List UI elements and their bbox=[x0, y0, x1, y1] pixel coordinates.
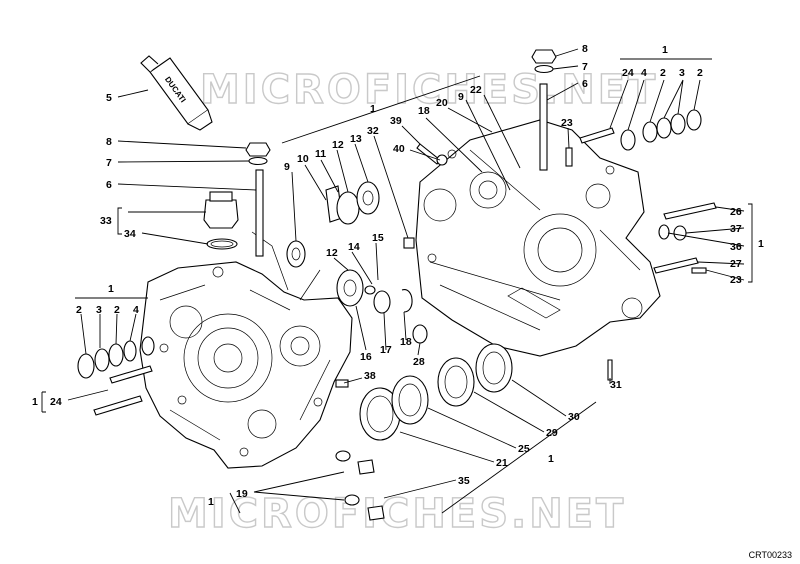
callout: 6 bbox=[582, 78, 588, 90]
studs bbox=[255, 83, 548, 257]
callout: 34 bbox=[124, 228, 136, 240]
right-crankcase-half bbox=[415, 119, 661, 357]
callout: 9 bbox=[458, 91, 464, 103]
callout: 20 bbox=[436, 97, 448, 109]
callout: 18 bbox=[418, 105, 430, 117]
callout: 4 bbox=[133, 304, 139, 316]
callout: 23 bbox=[561, 117, 573, 129]
callout: 9 bbox=[284, 161, 290, 173]
callout: 31 bbox=[610, 379, 622, 391]
callout: 2 bbox=[114, 304, 120, 316]
nuts-washers bbox=[245, 49, 557, 166]
callout: 26 bbox=[730, 206, 742, 218]
callout: 4 bbox=[641, 67, 647, 79]
callout: 24 bbox=[50, 396, 62, 408]
diagram-code: CRT00233 bbox=[748, 550, 792, 560]
callout: 24 bbox=[622, 67, 634, 79]
callout: 6 bbox=[106, 179, 112, 191]
callout: 32 bbox=[367, 125, 379, 137]
callout: 27 bbox=[730, 258, 742, 270]
callout: 1 bbox=[370, 103, 376, 115]
callout: 15 bbox=[372, 232, 384, 244]
callout: 21 bbox=[496, 457, 508, 469]
callout: 2 bbox=[697, 67, 703, 79]
callout: 18 bbox=[400, 336, 412, 348]
left-crankcase-half bbox=[139, 231, 353, 469]
callout: 2 bbox=[76, 304, 82, 316]
callout: 22 bbox=[470, 84, 482, 96]
callout: 1 bbox=[758, 238, 764, 250]
callout: 7 bbox=[106, 157, 112, 169]
callout: 39 bbox=[390, 115, 402, 127]
callout: 1 bbox=[32, 396, 38, 408]
callout: 1 bbox=[662, 44, 668, 56]
left-bearing-stack bbox=[77, 336, 155, 416]
callout: 2 bbox=[660, 67, 666, 79]
callout: 35 bbox=[458, 475, 470, 487]
callout: 10 bbox=[297, 153, 309, 165]
callout: 8 bbox=[582, 43, 588, 55]
callout: 8 bbox=[106, 136, 112, 148]
callout: 5 bbox=[106, 92, 112, 104]
callout: 19 bbox=[236, 488, 248, 500]
callout: 29 bbox=[546, 427, 558, 439]
callout: 14 bbox=[348, 241, 360, 253]
callout: 7 bbox=[582, 61, 588, 73]
callout: 37 bbox=[730, 223, 742, 235]
callout: 12 bbox=[326, 247, 338, 259]
callout: 33 bbox=[100, 215, 112, 227]
callout: 25 bbox=[518, 443, 530, 455]
callout: 23 bbox=[730, 274, 742, 286]
callout: 36 bbox=[730, 241, 742, 253]
callout: 13 bbox=[350, 133, 362, 145]
callout: 1 bbox=[548, 453, 554, 465]
breather-cap bbox=[203, 191, 239, 250]
right-bolts bbox=[653, 202, 717, 274]
callout: 30 bbox=[568, 411, 580, 423]
callout: 38 bbox=[364, 370, 376, 382]
group-brackets bbox=[41, 58, 753, 514]
callout: 17 bbox=[380, 344, 392, 356]
callout: 1 bbox=[208, 496, 214, 508]
watermark-bottom: MICROFICHES.NET bbox=[168, 491, 626, 537]
callout: 40 bbox=[393, 143, 405, 155]
callout: 1 bbox=[108, 283, 114, 295]
misc-fasteners bbox=[335, 143, 613, 521]
callout: 28 bbox=[413, 356, 425, 368]
callout: 16 bbox=[360, 351, 372, 363]
sealant-tube: DUCATI bbox=[140, 55, 213, 131]
main-bearings bbox=[359, 343, 513, 441]
watermark-top: MICROFICHES.NET bbox=[200, 67, 658, 113]
callout-labels: 5 8 7 6 33 34 1 2 3 2 4 1 24 1 9 10 11 1… bbox=[32, 43, 764, 508]
callout: 3 bbox=[96, 304, 102, 316]
leader-lines bbox=[67, 48, 745, 499]
callout: 11 bbox=[315, 148, 326, 160]
callout: 12 bbox=[332, 139, 344, 151]
callout: 3 bbox=[679, 67, 685, 79]
